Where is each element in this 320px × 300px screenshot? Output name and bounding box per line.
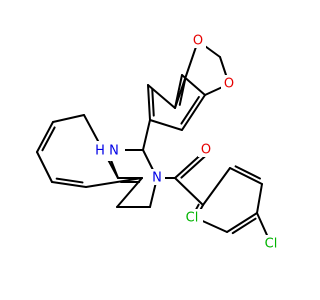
bond-line bbox=[181, 94, 206, 131]
oxygen-atom-label: O bbox=[201, 143, 211, 158]
atom-label-bg bbox=[198, 141, 214, 157]
bond-line bbox=[36, 121, 54, 153]
atom-label-bg bbox=[221, 75, 237, 91]
atom-label-bg bbox=[93, 141, 125, 161]
chlorine-atom-label: Cl bbox=[186, 211, 199, 226]
bond-line bbox=[36, 151, 53, 183]
bond-line bbox=[55, 177, 84, 184]
hydrogen-atom-label: H bbox=[95, 144, 105, 159]
bond-line bbox=[174, 177, 204, 206]
atom-label-bg bbox=[181, 209, 203, 225]
atom-label-bg bbox=[190, 32, 206, 48]
bond-line bbox=[149, 119, 183, 131]
atom-label-bg bbox=[260, 235, 282, 251]
bond-line bbox=[147, 84, 151, 121]
nitrogen-atom-label: N bbox=[109, 144, 119, 159]
bond-line bbox=[174, 40, 199, 109]
bond-line bbox=[151, 87, 155, 117]
oxygen-atom-label: O bbox=[193, 34, 203, 49]
oxygen-atom-label: O bbox=[224, 77, 234, 92]
bond-line bbox=[226, 212, 258, 233]
bond-line bbox=[256, 183, 263, 214]
bond-line bbox=[234, 165, 261, 180]
bond-line bbox=[52, 114, 85, 123]
bond-line bbox=[202, 167, 231, 206]
bond-line bbox=[41, 126, 56, 152]
bond-line bbox=[180, 96, 200, 125]
bond-line bbox=[85, 177, 143, 188]
bond-line bbox=[231, 217, 257, 235]
molecule-structure: O O H N N O Cl Cl bbox=[36, 32, 282, 252]
bond-line bbox=[51, 181, 87, 188]
bond-layer bbox=[36, 40, 272, 245]
bond-line bbox=[180, 155, 206, 179]
nitrogen-atom-label: N bbox=[152, 171, 162, 186]
bond-line bbox=[229, 167, 263, 185]
atom-label-bg bbox=[149, 169, 165, 185]
atom-label-layer: O O H N N O Cl Cl bbox=[93, 32, 282, 252]
chlorine-atom-label: Cl bbox=[265, 237, 278, 252]
bond-line bbox=[142, 119, 151, 151]
bond-line bbox=[116, 177, 143, 208]
bond-line bbox=[147, 84, 176, 109]
